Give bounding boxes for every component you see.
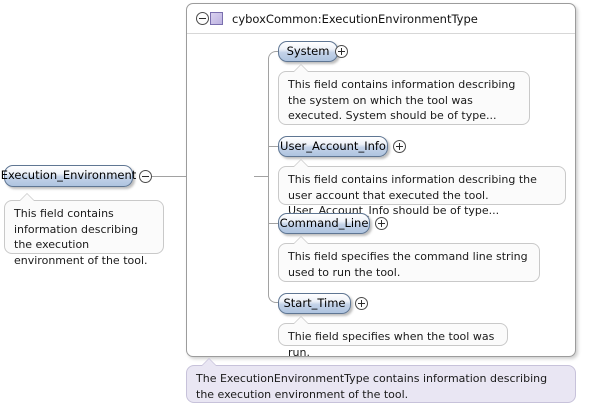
bubble-tip-fill: [293, 237, 309, 245]
element-execution-environment[interactable]: Execution_Environment: [1, 165, 136, 187]
element-command-line[interactable]: Command_Line: [278, 213, 370, 234]
plus-circle-icon-system[interactable]: [335, 45, 348, 58]
connector-branch-user-account-info: [268, 146, 279, 147]
annotation-text: Thie field specifies when the tool was r…: [288, 330, 495, 359]
element-label: Start_Time: [283, 295, 346, 310]
minus-circle-icon-root[interactable]: [139, 170, 152, 183]
connector-trunk: [268, 58, 269, 294]
element-system[interactable]: System: [278, 41, 338, 62]
annotation-text: This field specifies the command line st…: [288, 250, 528, 279]
bubble-tip-fill: [19, 194, 35, 202]
connector-branch-command-line: [268, 223, 279, 224]
element-user-account-info[interactable]: User_Account_Info: [278, 136, 388, 157]
connector-branch-start-time-corner: [268, 294, 279, 303]
connector-root-to-sequence: [152, 176, 208, 177]
annotation-command-line: This field specifies the command line st…: [278, 236, 540, 282]
annotation-execution-environment-type: The ExecutionEnvironmentType contains in…: [186, 358, 576, 403]
element-start-time[interactable]: Start_Time: [278, 293, 351, 314]
annotation-start-time: Thie field specifies when the tool was r…: [278, 316, 508, 359]
element-label: Execution_Environment: [0, 168, 137, 183]
annotation-text: This field contains information describi…: [288, 78, 516, 122]
element-label: System: [286, 43, 330, 58]
annotation-user-account-info: This field contains information describi…: [278, 159, 566, 217]
element-label: Command_Line: [279, 215, 369, 230]
bubble-tip-fill: [293, 160, 309, 168]
connector-branch-system-corner: [268, 51, 279, 59]
annotation-system: This field contains information describi…: [278, 64, 530, 125]
plus-circle-icon-start-time[interactable]: [355, 297, 368, 310]
bubble-tip-fill: [293, 65, 309, 73]
annotation-text: The ExecutionEnvironmentType contains in…: [196, 372, 548, 401]
type-panel-title: cyboxCommon:ExecutionEnvironmentType: [232, 11, 478, 26]
type-panel-header: cyboxCommon:ExecutionEnvironmentType: [187, 4, 575, 34]
bubble-tip-fill: [201, 359, 217, 367]
annotation-text: This field contains information describi…: [14, 207, 148, 267]
plus-circle-icon-command-line[interactable]: [375, 217, 388, 230]
annotation-execution-environment: This field contains information describi…: [4, 193, 164, 267]
plus-circle-icon-user-account-info[interactable]: [393, 140, 406, 153]
bubble-tip-fill: [293, 317, 309, 325]
element-label: User_Account_Info: [280, 138, 386, 153]
connector-sequence-stem: [254, 176, 268, 177]
minus-circle-icon-type[interactable]: [196, 12, 209, 25]
complex-type-swatch-icon: [210, 12, 223, 25]
